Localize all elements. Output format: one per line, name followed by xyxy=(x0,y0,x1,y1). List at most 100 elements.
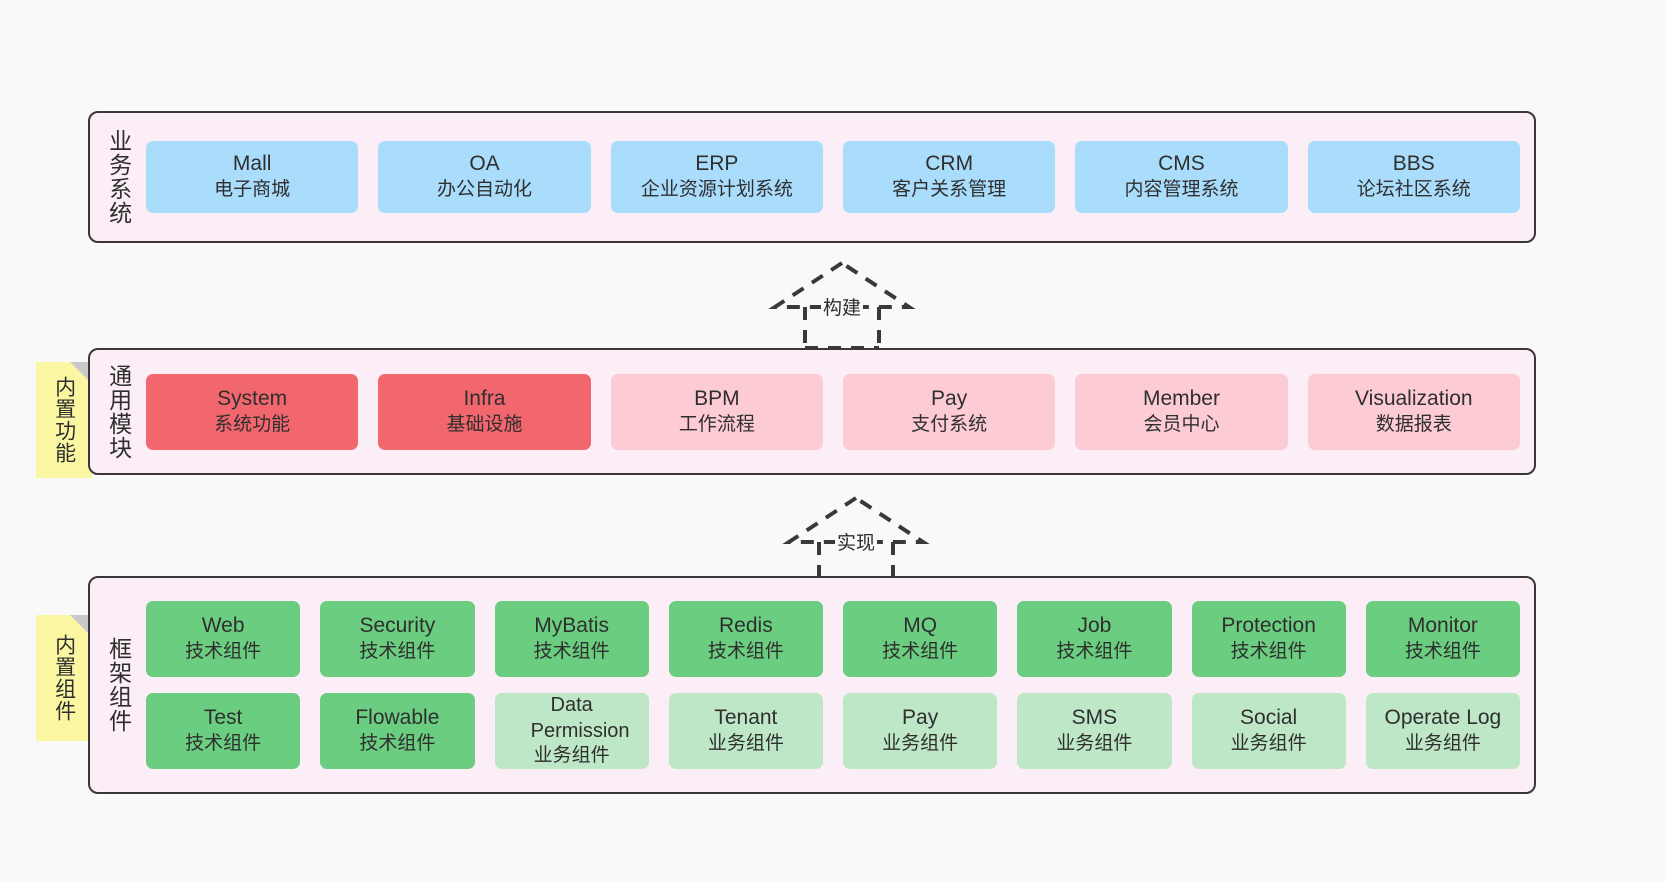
node-web[interactable]: Web 技术组件 xyxy=(146,601,301,677)
node-title: Tenant xyxy=(714,706,778,730)
node-subtitle: 支付系统 xyxy=(911,413,988,435)
node-title: Infra xyxy=(463,386,506,410)
node-subtitle: 业务组件 xyxy=(882,733,959,755)
node-subtitle: 数据报表 xyxy=(1375,413,1452,435)
node-subtitle: 业务组件 xyxy=(533,745,610,767)
node-subtitle: 技术组件 xyxy=(1230,641,1307,663)
node-subtitle: 业务组件 xyxy=(707,733,784,755)
layer-title-common-module: 通用模块 xyxy=(105,363,132,460)
node-mall[interactable]: Mall 电子商城 xyxy=(146,141,359,213)
node-title: MQ xyxy=(903,614,938,638)
layer-common-module: 通用模块 System 系统功能 Infra 基础设施 BPM 工作流程 Pay… xyxy=(88,348,1536,475)
node-social[interactable]: Social 业务组件 xyxy=(1191,693,1346,769)
node-title: Flowable xyxy=(355,706,440,730)
node-flowable[interactable]: Flowable 技术组件 xyxy=(320,693,475,769)
node-subtitle: 业务组件 xyxy=(1230,733,1307,755)
layer-framework-component: 框架组件 Web 技术组件 Security 技术组件 MyBatis 技术组件… xyxy=(88,576,1536,794)
node-title: Security xyxy=(359,614,436,638)
node-title: Redis xyxy=(719,614,773,638)
sticky-note-builtin-function: 内置功能 xyxy=(36,362,92,478)
node-row: Test 技术组件 Flowable 技术组件 Data Permission … xyxy=(146,693,1520,769)
layer-title-business-system: 业务系统 xyxy=(105,129,132,225)
node-title: System xyxy=(217,386,288,410)
connector-implement: 实现 xyxy=(771,490,941,585)
node-subtitle: 技术组件 xyxy=(185,733,262,755)
node-monitor[interactable]: Monitor 技术组件 xyxy=(1365,601,1520,677)
node-oa[interactable]: OA 办公自动化 xyxy=(378,141,591,213)
sticky-fold-icon xyxy=(70,362,92,384)
node-row: Mall 电子商城 OA 办公自动化 ERP 企业资源计划系统 CRM 客户关系… xyxy=(146,141,1520,213)
node-subtitle: 客户关系管理 xyxy=(892,179,1007,201)
node-tenant[interactable]: Tenant 业务组件 xyxy=(668,693,823,769)
node-subtitle: 技术组件 xyxy=(707,641,784,663)
node-subtitle: 电子商城 xyxy=(214,179,291,201)
node-title: ERP xyxy=(695,152,739,176)
node-title: Social xyxy=(1240,706,1298,730)
node-redis[interactable]: Redis 技术组件 xyxy=(668,601,823,677)
node-member[interactable]: Member 会员中心 xyxy=(1075,373,1288,450)
node-subtitle: 会员中心 xyxy=(1143,413,1220,435)
node-mq[interactable]: MQ 技术组件 xyxy=(843,601,998,677)
layer-body-common-module: System 系统功能 Infra 基础设施 BPM 工作流程 Pay 支付系统… xyxy=(146,350,1534,473)
node-subtitle: 业务组件 xyxy=(1056,733,1133,755)
layer-title-framework-component: 框架组件 xyxy=(105,637,132,733)
node-title: Data Permission xyxy=(530,694,630,742)
node-subtitle: 技术组件 xyxy=(882,641,959,663)
sticky-note-label: 内置功能 xyxy=(52,376,76,464)
node-title: Monitor xyxy=(1407,614,1478,638)
node-title: Operate Log xyxy=(1384,706,1502,730)
node-sms[interactable]: SMS 业务组件 xyxy=(1017,693,1172,769)
node-subtitle: 工作流程 xyxy=(678,413,755,435)
node-crm[interactable]: CRM 客户关系管理 xyxy=(842,141,1056,213)
node-row: System 系统功能 Infra 基础设施 BPM 工作流程 Pay 支付系统… xyxy=(146,373,1520,450)
node-infra[interactable]: Infra 基础设施 xyxy=(378,373,591,450)
node-cms[interactable]: CMS 内容管理系统 xyxy=(1075,141,1288,213)
node-subtitle: 技术组件 xyxy=(1404,641,1481,663)
node-security[interactable]: Security 技术组件 xyxy=(320,601,475,677)
node-protection[interactable]: Protection 技术组件 xyxy=(1191,601,1346,677)
node-subtitle: 业务组件 xyxy=(1404,733,1481,755)
sticky-note-builtin-component: 内置组件 xyxy=(36,615,92,741)
node-job[interactable]: Job 技术组件 xyxy=(1017,601,1172,677)
node-subtitle: 技术组件 xyxy=(185,641,262,663)
node-title: Visualization xyxy=(1355,386,1473,410)
node-title: Test xyxy=(203,706,243,730)
node-visualization[interactable]: Visualization 数据报表 xyxy=(1307,373,1520,450)
sticky-fold-icon xyxy=(70,615,92,637)
node-operate-log[interactable]: Operate Log 业务组件 xyxy=(1365,693,1520,769)
node-test[interactable]: Test 技术组件 xyxy=(146,693,301,769)
node-title: Protection xyxy=(1221,614,1316,638)
node-title: Pay xyxy=(902,706,939,730)
layer-business-system: 业务系统 Mall 电子商城 OA 办公自动化 ERP 企业资源计划系统 CRM… xyxy=(88,111,1536,243)
node-title: Web xyxy=(201,614,245,638)
connector-build-label: 构建 xyxy=(820,293,864,320)
node-title: Job xyxy=(1077,614,1112,638)
sticky-note-label: 内置组件 xyxy=(52,634,76,722)
connector-build: 构建 xyxy=(757,255,927,350)
node-title: CMS xyxy=(1158,152,1205,176)
node-subtitle: 技术组件 xyxy=(359,641,436,663)
node-title: SMS xyxy=(1071,706,1118,730)
node-subtitle: 系统功能 xyxy=(214,413,291,435)
node-title: BBS xyxy=(1392,152,1435,176)
node-subtitle: 办公自动化 xyxy=(436,179,532,201)
node-bpm[interactable]: BPM 工作流程 xyxy=(610,373,823,450)
connector-implement-label: 实现 xyxy=(834,528,878,555)
node-mybatis[interactable]: MyBatis 技术组件 xyxy=(494,601,649,677)
node-title: BPM xyxy=(694,386,740,410)
node-title: Pay xyxy=(931,386,968,410)
node-subtitle: 内容管理系统 xyxy=(1124,179,1239,201)
node-title: CRM xyxy=(925,152,974,176)
node-data-permission[interactable]: Data Permission 业务组件 xyxy=(494,693,649,769)
node-pay-component[interactable]: Pay 业务组件 xyxy=(843,693,998,769)
node-pay[interactable]: Pay 支付系统 xyxy=(842,373,1056,450)
layer-body-business-system: Mall 电子商城 OA 办公自动化 ERP 企业资源计划系统 CRM 客户关系… xyxy=(146,113,1534,241)
node-subtitle: 基础设施 xyxy=(446,413,523,435)
node-title: Mall xyxy=(232,152,272,176)
node-subtitle: 企业资源计划系统 xyxy=(640,179,793,201)
node-erp[interactable]: ERP 企业资源计划系统 xyxy=(610,141,823,213)
node-subtitle: 技术组件 xyxy=(359,733,436,755)
node-title: Member xyxy=(1142,386,1220,410)
node-system[interactable]: System 系统功能 xyxy=(146,373,359,450)
node-bbs[interactable]: BBS 论坛社区系统 xyxy=(1307,141,1520,213)
